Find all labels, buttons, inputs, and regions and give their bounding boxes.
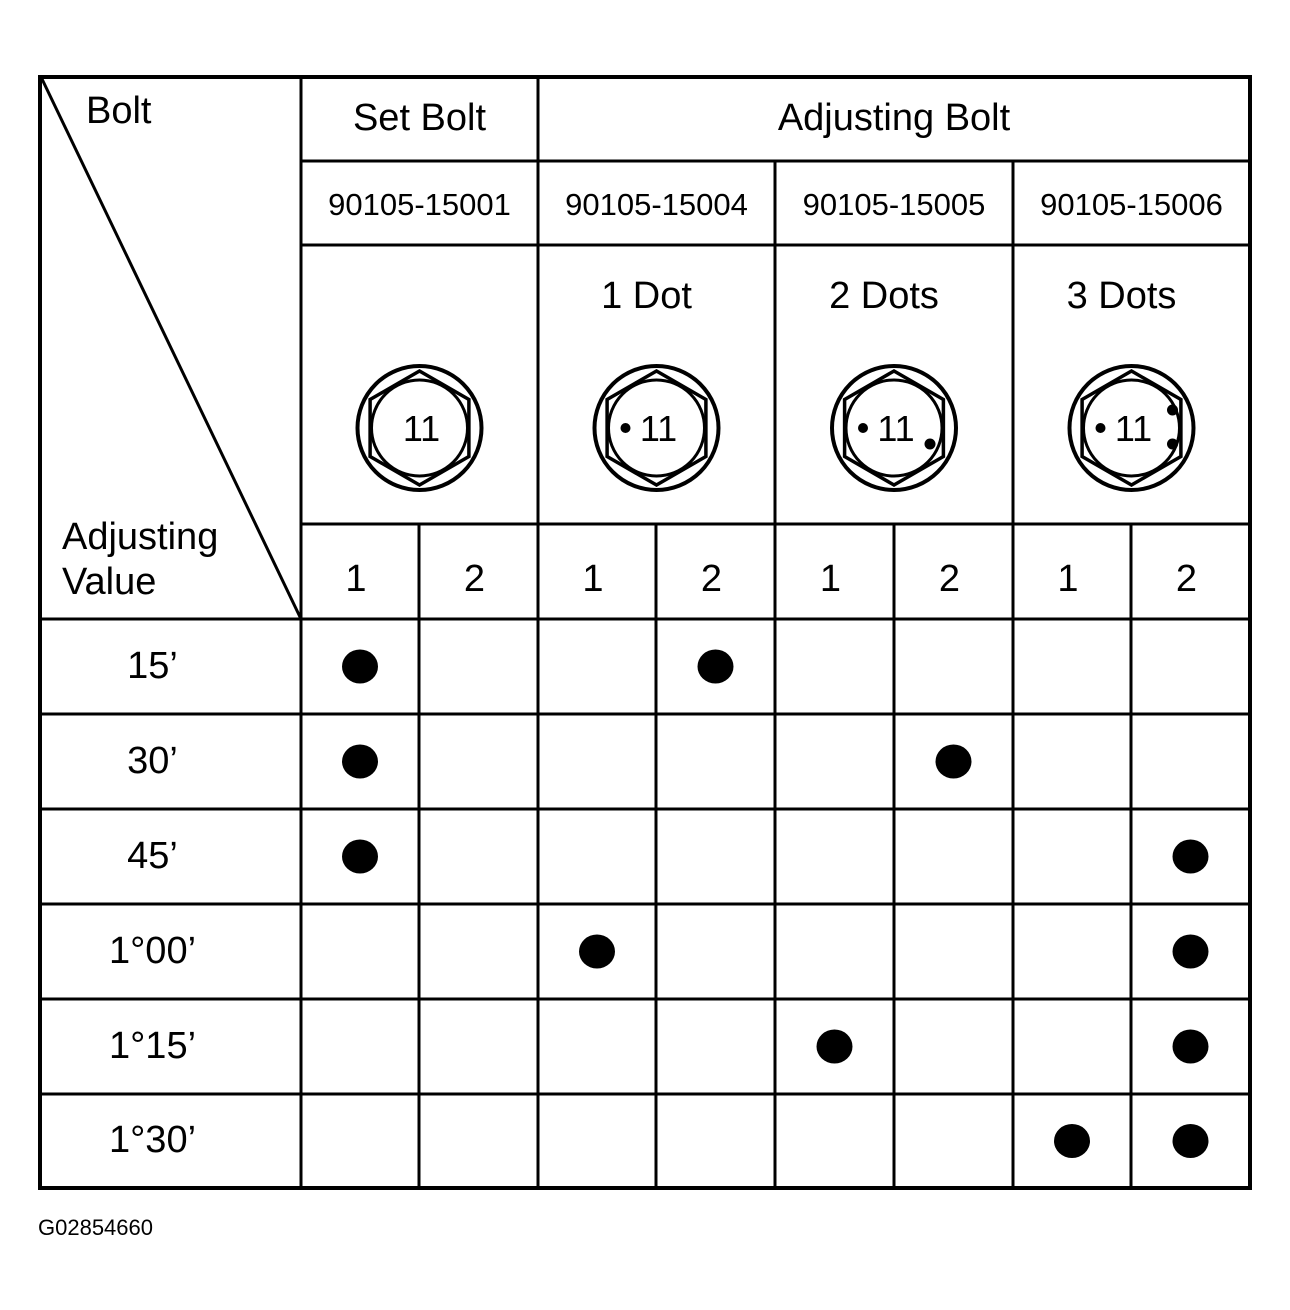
position-label: 2 [700,558,723,600]
bolt-head-icon: 11 [1067,364,1196,492]
bolt-head-number: 11 [403,408,440,449]
selection-dot [1054,1124,1090,1158]
selection-dot [579,934,615,969]
adjusting-value-label: 1°30’ [108,1119,197,1161]
corner-label-bolt: Bolt [86,90,152,132]
selection-dot [342,744,378,779]
group-header-set-bolt: Set Bolt [352,97,487,139]
selection-dot [935,744,972,779]
corner-diagonal [39,76,304,622]
selection-dot [697,649,734,684]
bolt-marking-label: 3 Dots [1066,275,1177,317]
identification-dot [924,438,936,450]
corner-label-value: Value [62,561,157,603]
part-number: 90105-15005 [802,187,986,222]
bolt-head-number: 11 [877,408,914,449]
identification-dot [620,423,631,433]
selection-dot [342,649,378,684]
identification-dot [858,423,868,433]
part-number: 90105-15004 [565,187,748,222]
position-label: 1 [345,558,367,600]
selection-dot [342,839,378,874]
bolt-marking-label: 1 Dot [601,275,692,317]
position-label: 1 [819,558,842,600]
selection-dot [1172,1029,1209,1064]
identification-dot [1167,404,1178,416]
bolt-head-number: 11 [640,408,677,449]
identification-dot [1095,423,1106,433]
part-number: 90105-15001 [328,187,511,222]
position-label: 1 [582,558,604,600]
selection-dot [816,1029,853,1064]
bolt-marking-label: 2 Dots [829,275,939,317]
position-label: 2 [463,558,486,600]
position-label: 2 [1175,558,1198,600]
group-header-adjusting-bolt: Adjusting Bolt [777,97,1011,139]
adjusting-value-label: 1°00’ [108,929,197,972]
position-label: 1 [1057,558,1079,600]
position-label: 2 [938,558,961,600]
table-border [38,75,1252,1190]
bolt-head-icon: 11 [592,364,721,492]
selection-dot [1172,934,1209,969]
corner-label-adjusting: Adjusting [62,516,219,558]
adjusting-value-label: 45’ [127,834,178,877]
adjusting-value-label: 15’ [127,644,178,687]
selection-dot [1172,839,1209,874]
selection-dot [1172,1124,1209,1158]
figure-id: G02854660 [38,1215,153,1240]
bolt-head-icon: 11 [355,364,484,492]
adjusting-value-label: 1°15’ [108,1024,197,1067]
bolt-head-icon: 11 [830,364,958,492]
bolt-head-number: 11 [1115,408,1152,449]
identification-dot [1167,438,1178,450]
part-number: 90105-15006 [1040,187,1223,222]
adjusting-value-label: 30’ [127,739,178,782]
